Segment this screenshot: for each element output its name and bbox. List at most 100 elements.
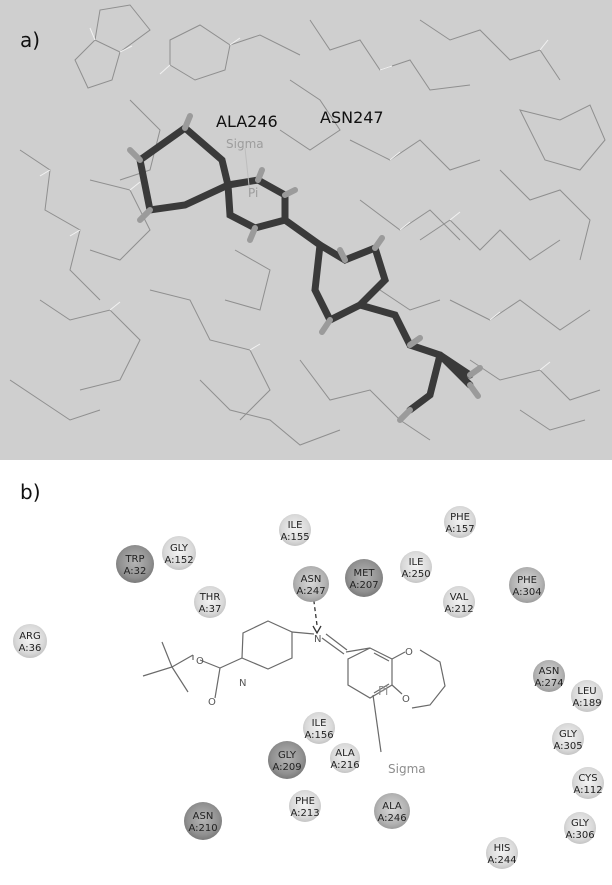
residue-disc (279, 514, 311, 546)
residue-disc (162, 536, 196, 570)
residue-name: CYS (578, 773, 597, 784)
residue-id: A:155 (280, 532, 309, 543)
residue-name: LEU (577, 686, 596, 697)
residue-name: HIS (494, 843, 511, 854)
ligand-atom-o-ring1: O (405, 647, 413, 658)
residue-name: ILE (312, 718, 327, 729)
ligand-atom-o-ring2: O (402, 694, 410, 705)
panel-a-canvas: ALA246 ASN247 Sigma Pi (9, 4, 606, 446)
residue-name: ILE (409, 557, 424, 568)
residue-id: A:213 (290, 808, 319, 819)
residue-label-asn247: ASN247 (320, 108, 384, 127)
residue-disc (194, 586, 226, 618)
residue-disc (268, 741, 306, 779)
residue-disc (486, 837, 518, 869)
residue-id: A:32 (124, 566, 147, 577)
residue-name: TRP (124, 554, 144, 565)
residue-id: A:244 (487, 855, 516, 866)
residue-disc (552, 723, 584, 755)
residue-name: GLY (170, 543, 189, 554)
residue-disc (400, 551, 432, 583)
residue-name: ARG (19, 631, 41, 642)
ligand-atom-n-piperidine: N (239, 678, 246, 689)
residue-id: A:189 (572, 698, 601, 709)
ligand-hydrogens (127, 113, 483, 423)
residue-disc (444, 506, 476, 538)
residue-disc (345, 559, 383, 597)
interaction-label-pi: Pi (248, 186, 258, 200)
residue-name: GLY (571, 818, 590, 829)
interaction-label-sigma-2d: Sigma (388, 762, 426, 776)
interaction-label-pi-2d: Pi (378, 684, 388, 698)
residue-disc (116, 545, 154, 583)
residue-disc (330, 743, 360, 773)
panel-b-2d-interaction-map: b) O (0, 462, 612, 885)
residue-name: VAL (450, 592, 469, 603)
residue-name: ASN (539, 666, 560, 677)
residue-id: A:210 (188, 823, 217, 834)
residue-name: GLY (559, 729, 578, 740)
ligand-atom-n-imine: N (314, 634, 321, 645)
residue-disc (374, 793, 410, 829)
residue-disc (303, 712, 335, 744)
ligand-2d-structure (142, 620, 446, 753)
h-bond-arrowhead (312, 625, 322, 635)
residue-name: ILE (288, 520, 303, 531)
residue-name: PHE (450, 512, 470, 523)
residue-disc (184, 802, 222, 840)
residue-disc (443, 586, 475, 618)
residue-label-ala246: ALA246 (216, 112, 278, 131)
interaction-line (244, 147, 251, 196)
panel-b-canvas: O N O N N O O Pi Sigma TRPA:32GLYA:152IL… (13, 506, 604, 869)
residue-id: A:207 (349, 580, 378, 591)
residue-id: A:112 (573, 785, 602, 796)
protein-wireframe (9, 4, 606, 446)
residue-disc (564, 812, 596, 844)
residue-name: ALA (335, 748, 355, 759)
residue-id: A:157 (445, 524, 474, 535)
residue-id: A:209 (272, 762, 301, 773)
residue-disc (293, 566, 329, 602)
interaction-label-sigma: Sigma (226, 137, 264, 151)
residue-disc (533, 660, 565, 692)
residue-disc (572, 767, 604, 799)
residue-id: A:37 (199, 604, 222, 615)
residue-id: A:36 (19, 643, 42, 654)
protein-hydrogens (39, 27, 551, 371)
residue-name: ASN (193, 811, 214, 822)
residue-id: A:274 (534, 678, 563, 689)
residue-id: A:304 (512, 587, 541, 598)
residue-disc (509, 567, 545, 603)
residue-disc (13, 624, 47, 658)
residue-id: A:246 (377, 813, 406, 824)
ligand-atom-o-carbonyl: O (208, 697, 216, 708)
residue-name: PHE (517, 575, 537, 586)
residue-id: A:156 (304, 730, 333, 741)
h-bond-dashed-line (312, 593, 318, 626)
residue-id: A:305 (553, 741, 582, 752)
residue-id: A:250 (401, 569, 430, 580)
residue-disc-group: TRPA:32GLYA:152ILEA:155PHEA:157THRA:37AS… (13, 506, 604, 869)
residue-id: A:152 (164, 555, 193, 566)
